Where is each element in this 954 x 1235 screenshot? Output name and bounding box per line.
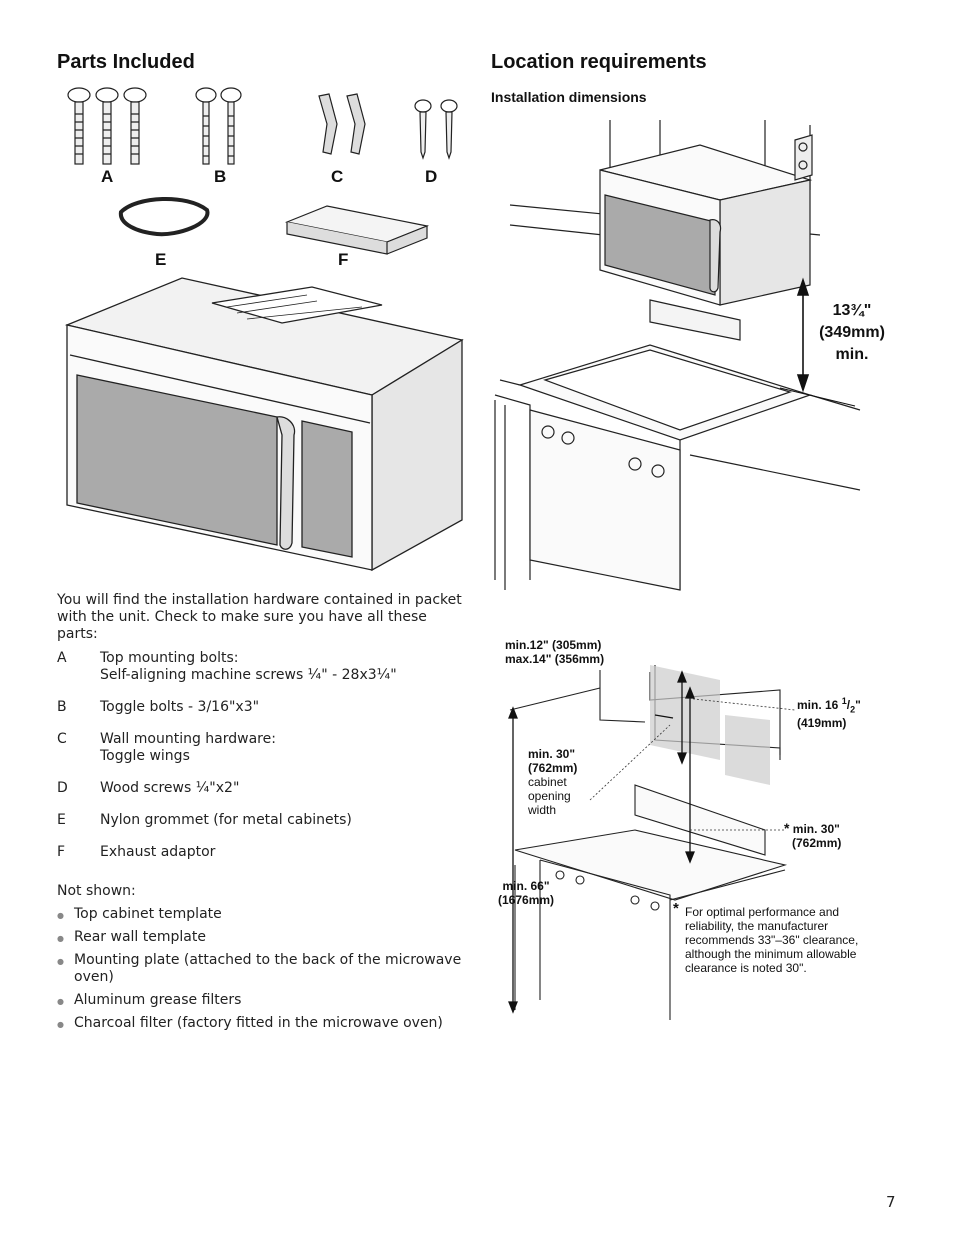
parts-included-heading: Parts Included <box>57 51 195 73</box>
depth-max: max.14" (356mm) <box>505 652 605 666</box>
height-fraction-num: 1 <box>841 696 847 706</box>
height-min: min. 16 <box>797 698 839 712</box>
depth-min: min.12" (305mm) <box>505 638 602 652</box>
part-key: C <box>57 731 67 747</box>
not-shown-label: Not shown: <box>57 883 136 899</box>
location-requirements-heading: Location requirements <box>491 51 707 73</box>
not-shown-list: Top cabinet template Rear wall template … <box>57 906 467 1038</box>
asterisk: * <box>784 820 790 836</box>
list-item: Aluminum grease filters <box>57 992 467 1010</box>
height-dimension-label: min. 16 1/2" (419mm) <box>797 696 861 731</box>
page-number: 7 <box>886 1193 896 1211</box>
floor-dimension-label: min. 66" (1676mm) <box>498 879 554 907</box>
floor-metric: (1676mm) <box>498 893 555 907</box>
clearance-value: 13¾" <box>832 302 872 319</box>
list-item: Rear wall template <box>57 929 467 947</box>
cooktop-clearance-min: min. 30" <box>792 822 840 836</box>
clearance-label: 13¾" (349mm) min. <box>812 300 892 366</box>
width-desc-1: cabinet <box>528 775 567 789</box>
list-item: Mounting plate (attached to the back of … <box>57 952 467 986</box>
part-key: D <box>57 780 68 796</box>
width-desc-3: width <box>528 803 557 817</box>
part-desc-line: Self-aligning machine screws ¼" - 28x3¼" <box>100 667 397 683</box>
height-quote: " <box>855 698 861 712</box>
part-desc-line: Toggle wings <box>100 748 190 764</box>
part-letter-f: F <box>338 250 349 269</box>
height-fraction-den: 2 <box>850 704 856 715</box>
floor-min: min. 66" <box>502 879 550 893</box>
height-metric: (419mm) <box>797 716 847 731</box>
hardware-parts-illustration <box>67 87 458 255</box>
microwave-illustration <box>64 277 464 572</box>
depth-dimension-label: min.12" (305mm) max.14" (356mm) <box>505 638 604 666</box>
part-desc-line: Top mounting bolts: <box>100 650 239 666</box>
part-desc: Toggle bolts - 3/16"x3" <box>100 699 260 715</box>
list-item: Top cabinet template <box>57 906 467 924</box>
note-asterisk: * <box>673 900 679 917</box>
part-letter-d: D <box>425 167 438 186</box>
kitchen-installation-illustration <box>494 120 861 591</box>
list-item: Charcoal filter (factory fitted in the m… <box>57 1015 467 1033</box>
part-letter-a: A <box>101 167 114 186</box>
width-min: min. 30" <box>528 747 576 761</box>
width-metric: (762mm) <box>528 761 578 775</box>
part-letter-c: C <box>331 167 344 186</box>
part-desc: Wood screws ¼"x2" <box>100 780 240 796</box>
width-desc-2: opening <box>528 789 571 803</box>
part-letter-e: E <box>155 250 167 269</box>
part-letter-b: B <box>214 167 227 186</box>
part-key: E <box>57 812 66 828</box>
clearance-min: min. <box>835 346 869 363</box>
width-dimension-label: min. 30" (762mm) cabinet opening width <box>528 747 577 817</box>
part-key: F <box>57 844 66 860</box>
part-key: B <box>57 699 67 715</box>
part-key: A <box>57 650 67 666</box>
intro-text: You will find the installation hardware … <box>57 592 462 642</box>
cooktop-clearance-metric: (762mm) <box>792 836 842 850</box>
clearance-note: For optimal performance and reliability,… <box>685 905 859 975</box>
part-desc: Wall mounting hardware:Toggle wings <box>100 731 276 765</box>
installation-dimensions-subheading: Installation dimensions <box>491 89 647 105</box>
part-desc: Nylon grommet (for metal cabinets) <box>100 812 352 828</box>
clearance-dimension-diagram <box>508 665 796 1020</box>
part-desc: Exhaust adaptor <box>100 844 216 860</box>
part-desc-line: Wall mounting hardware: <box>100 731 276 747</box>
clearance-metric: (349mm) <box>819 324 885 341</box>
cooktop-clearance-label: * min. 30" (762mm) <box>784 821 841 850</box>
part-desc: Top mounting bolts:Self-aligning machine… <box>100 650 397 684</box>
